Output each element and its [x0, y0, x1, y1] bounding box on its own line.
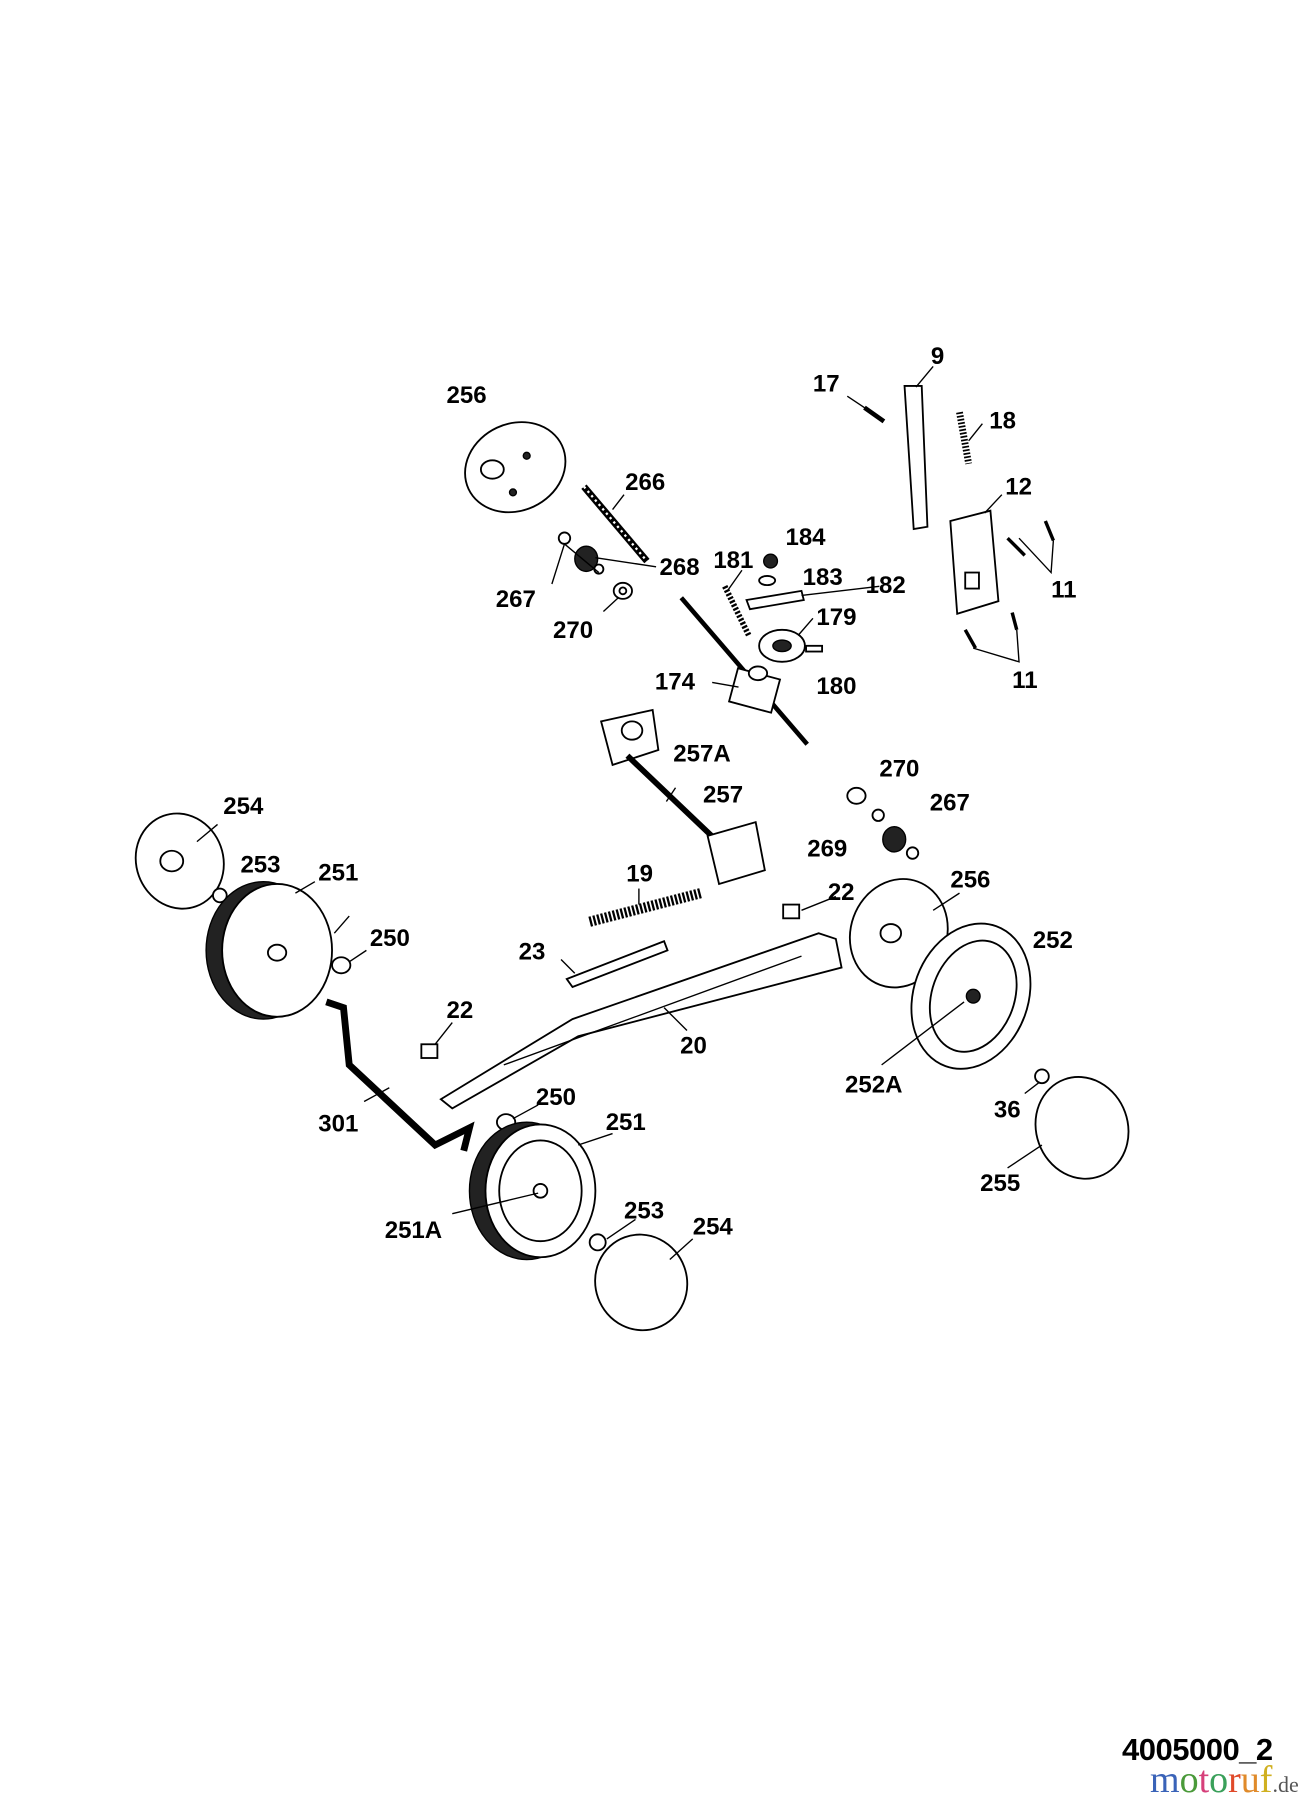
callout: 254	[223, 793, 264, 820]
callout: 12	[1005, 474, 1032, 501]
callout: 20	[680, 1032, 707, 1059]
callout: 22	[828, 879, 855, 906]
wheel-251	[205, 880, 333, 1020]
callout: 174	[655, 668, 696, 695]
screws-11	[963, 520, 1055, 649]
lever-9	[903, 384, 929, 531]
rod-23	[565, 940, 669, 989]
callout: 270	[553, 617, 593, 644]
wheel-251b	[468, 1121, 597, 1261]
clip-22	[420, 903, 801, 1059]
callout: 9	[931, 343, 944, 370]
wheel-cover-256b	[848, 878, 949, 989]
callout: 19	[626, 861, 653, 888]
callout: 251	[318, 860, 358, 887]
bracket-12	[949, 509, 1000, 615]
callout: 36	[994, 1097, 1021, 1124]
threaded-axle-266	[581, 484, 650, 564]
callout: 251A	[385, 1217, 442, 1244]
callout: 254	[693, 1213, 734, 1240]
callout: 266	[625, 469, 665, 496]
watermark-logo: motoruf.de	[1150, 1759, 1299, 1800]
callout: 301	[318, 1110, 358, 1137]
spring-19	[588, 888, 703, 927]
callout: 179	[816, 604, 856, 631]
nut-253	[212, 887, 228, 904]
gear-269	[882, 826, 907, 853]
callout: 17	[813, 371, 840, 398]
callout: 250	[536, 1084, 576, 1111]
callout: 270	[879, 755, 919, 782]
spring-181	[722, 585, 752, 637]
callout: 267	[930, 790, 970, 817]
washer-270	[612, 581, 633, 600]
gearbox-174	[679, 596, 809, 746]
callout: 181	[713, 547, 753, 574]
wheel-cover-256	[464, 421, 567, 514]
callout: 23	[519, 939, 546, 966]
leader-lines	[196, 366, 1055, 1261]
callout: 252	[1033, 927, 1073, 954]
callout: 267	[496, 586, 536, 613]
callout: 11	[1051, 577, 1076, 604]
callout: 183	[803, 564, 843, 591]
callout: 257A	[673, 740, 730, 767]
callout: 180	[816, 673, 856, 700]
callout: 253	[624, 1197, 664, 1224]
callout: 252A	[845, 1071, 902, 1098]
callout: 255	[980, 1170, 1020, 1197]
callout: 257	[703, 782, 743, 809]
clip-267b	[871, 808, 920, 860]
lever-301	[325, 998, 475, 1152]
spring-18	[956, 411, 973, 465]
callout: 250	[370, 925, 410, 952]
hubcap-255	[1034, 1076, 1130, 1180]
callout: 256	[447, 382, 487, 409]
pulley-179	[758, 628, 806, 663]
washer-183	[758, 575, 777, 587]
plate-182	[745, 589, 805, 611]
callout: 11	[1012, 667, 1037, 694]
frame-bar-20	[439, 932, 843, 1110]
callout: 268	[660, 554, 700, 581]
callout: 251	[606, 1109, 646, 1136]
drawing-number: 4005000_2	[1122, 1732, 1273, 1767]
gear-268	[574, 545, 599, 573]
callout: 182	[866, 572, 906, 599]
hubcap-254b	[594, 1233, 689, 1332]
callout-labels: 256 266 268 267 270 181 184 183 182 179 …	[223, 343, 1076, 1244]
arm-257	[599, 708, 766, 886]
callout: 253	[240, 852, 280, 879]
callout: 256	[950, 866, 990, 893]
washer-250	[331, 956, 352, 975]
callout: 184	[785, 524, 826, 551]
callout: 18	[989, 407, 1016, 434]
nut-36	[1034, 1068, 1050, 1085]
washer-270b	[846, 786, 867, 805]
nut-253b	[588, 1233, 607, 1252]
callout: 22	[447, 997, 474, 1024]
wheel-252	[910, 922, 1032, 1070]
nut-184	[763, 553, 779, 569]
callout: 269	[807, 835, 847, 862]
key-180	[805, 644, 824, 653]
